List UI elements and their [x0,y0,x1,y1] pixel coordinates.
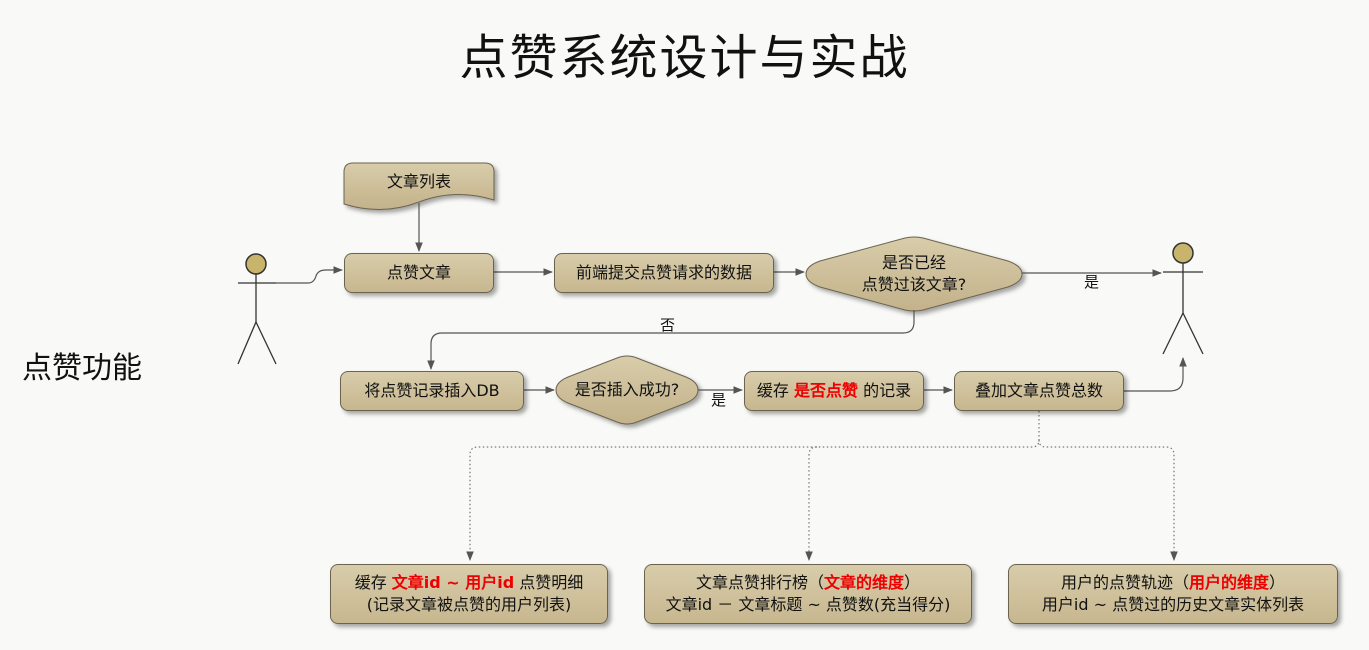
article-list-shape [343,162,495,211]
user-track-highlight: 用户的维度 [1188,573,1269,593]
ranking-line2: 文章id － 文章标题 ~ 点赞数(充当得分) [665,595,951,614]
actor-user-right [1162,242,1204,355]
edge-decision-no [427,310,915,370]
node-add-total: 叠加文章点赞总数 [954,371,1124,411]
edge-total-to-actor [1124,357,1187,392]
cache-detail-suffix: 点赞明细 [514,573,584,593]
edge-dotted-rank [805,446,818,561]
node-ranking: 文章点赞排行榜（文章的维度） 文章id － 文章标题 ~ 点赞数(充当得分) [644,564,972,624]
decision-already-liked-shape [805,236,1023,312]
ranking-prefix: 文章点赞排行榜（ [695,573,824,593]
already-liked-line1: 是否已经 [881,253,946,273]
user-track-prefix: 用户的点赞轨迹（ [1060,573,1189,593]
cache-detail-prefix: 缓存 [354,573,392,593]
node-already-liked: 是否已经 点赞过该文章? [820,248,1008,300]
edge-dotted-trunk [466,411,1040,561]
cache-detail-highlight: 文章id ~ 用户id [391,573,515,593]
user-track-suffix: ） [1269,573,1286,593]
edge-label-yes-top: 是 [1084,273,1100,291]
already-liked-line2: 点赞过该文章? [861,275,967,294]
edge-actor-to-like [276,266,343,284]
cache-liked-highlight: 是否点赞 [793,381,858,401]
node-article-list: 文章列表 [386,172,451,192]
node-user-track: 用户的点赞轨迹（用户的维度） 用户id ~ 点赞过的历史文章实体列表 [1008,564,1338,624]
edge-label-no: 否 [660,316,676,334]
user-track-line2: 用户id ~ 点赞过的历史文章实体列表 [1041,595,1305,614]
node-insert-success: 是否插入成功? [574,380,680,400]
node-like-article: 点赞文章 [344,253,494,293]
ranking-suffix: ） [904,573,921,593]
cache-liked-suffix: 的记录 [858,381,912,401]
edge-label-yes-bottom: 是 [711,391,727,409]
section-label: 点赞功能 [22,351,142,386]
cache-liked-prefix: 缓存 [756,381,794,401]
ranking-highlight: 文章的维度 [823,573,904,593]
page-title: 点赞系统设计与实战 [459,30,910,86]
node-insert-db: 将点赞记录插入DB [340,371,524,411]
actor-user-left [237,253,277,365]
cache-detail-line2: (记录文章被点赞的用户列表) [366,595,572,614]
node-cache-detail: 缓存 文章id ~ 用户id 点赞明细 (记录文章被点赞的用户列表) [330,564,608,624]
node-cache-liked: 缓存 是否点赞 的记录 [744,371,924,411]
edge-dotted-track [1038,439,1178,561]
node-frontend-submit: 前端提交点赞请求的数据 [554,253,774,293]
